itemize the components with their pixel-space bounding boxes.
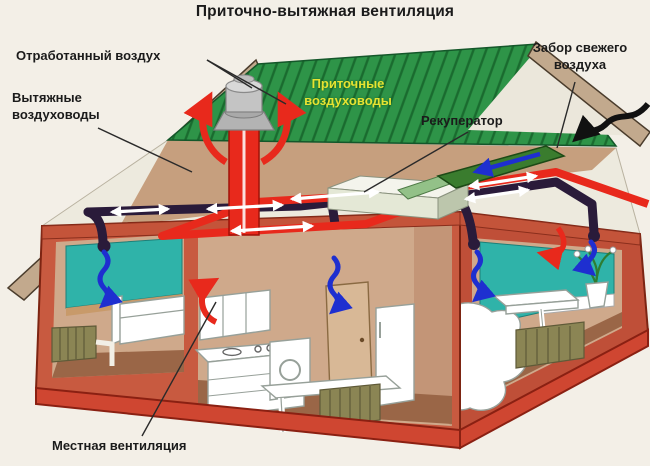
- bedroom-radiator: [51, 325, 115, 366]
- leader-exhaust-air-2: [206, 59, 287, 105]
- base-right: [459, 328, 649, 450]
- leader-recuperator: [363, 131, 469, 193]
- leader-fresh-air: [556, 81, 576, 149]
- diagram-title: Приточно-вытяжная вентиляция: [195, 3, 455, 20]
- living-room-radiator: [515, 321, 585, 369]
- fridge: [375, 303, 415, 407]
- fresh-air-intake-arrow: [572, 101, 650, 143]
- supply-air-arrows: [97, 239, 597, 315]
- exhaust-chimney: [228, 123, 260, 236]
- label-local-ventilation: Местная вентиляция: [52, 438, 187, 453]
- label-exhaust-ducts: Вытяжные воздуховоды: [12, 90, 100, 122]
- duct-flow-arrows: [109, 171, 539, 237]
- leader-exhaust-ducts: [97, 127, 193, 173]
- room-exhaust-arrows: [188, 226, 567, 325]
- label-recuperator: Рекуператор: [421, 113, 503, 128]
- label-exhaust-air: Отработанный воздух: [16, 48, 161, 63]
- exhaust-air-arrows: [183, 91, 307, 166]
- label-supply-ducts: Приточные воздуховоды: [304, 76, 392, 108]
- leader-local-ventilation: [141, 301, 217, 437]
- right-gable-wall: [468, 48, 642, 136]
- roof-vent-cap: [212, 74, 276, 131]
- leader-lines: [97, 59, 576, 437]
- desk: [492, 289, 580, 331]
- kitchen-side-wall: [414, 218, 452, 426]
- label-fresh-air-intake: Забор свежего воздуха: [532, 40, 628, 72]
